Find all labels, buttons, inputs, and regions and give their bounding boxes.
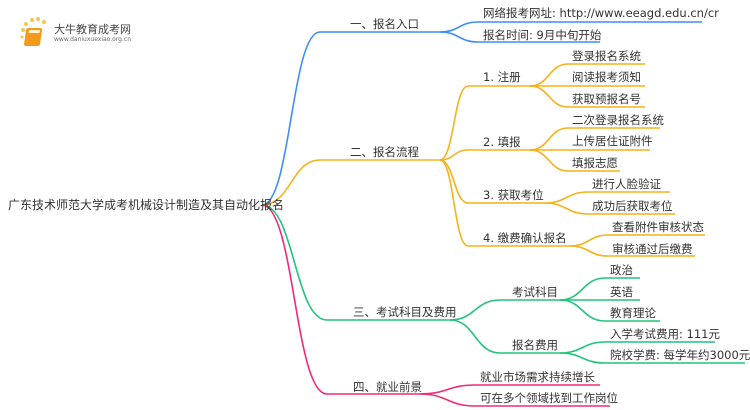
connector-line: [569, 245, 695, 257]
node-leaf[interactable]: 院校学费: 每学年约3000元: [610, 348, 750, 362]
connector-line: [449, 319, 560, 354]
node-leaf[interactable]: 审核通过后缴费: [612, 242, 693, 256]
node-reg-time[interactable]: 报名时间: 9月中旬开始: [483, 28, 602, 42]
node-leaf[interactable]: 填报志愿: [572, 156, 618, 170]
logo-url: www.daniuxuexiao.org.cn: [54, 36, 131, 43]
connector-line: [261, 31, 440, 206]
connector-line: [439, 31, 600, 43]
connector-line: [449, 299, 560, 321]
connector-line: [439, 149, 530, 161]
connector-line: [439, 159, 570, 247]
node-leaf[interactable]: 政治: [610, 263, 633, 277]
connector-line: [261, 204, 450, 321]
node-subjects[interactable]: 考试科目: [512, 285, 558, 299]
connector-line: [544, 202, 675, 215]
connector-line: [559, 352, 745, 364]
node-leaf[interactable]: 上传居住证附件: [572, 134, 653, 148]
connector-line: [419, 393, 610, 407]
connector-line: [439, 85, 530, 161]
node-registration-process[interactable]: 二、报名流程: [350, 145, 419, 159]
connector-line: [439, 159, 545, 204]
node-subjects-fees[interactable]: 三、考试科目及费用: [353, 305, 457, 319]
connector-line: [529, 85, 645, 108]
connector-line: [261, 159, 440, 206]
node-leaf[interactable]: 就业市场需求持续增长: [480, 370, 595, 384]
node-step-seat[interactable]: 3. 获取考位: [483, 188, 544, 202]
node-website[interactable]: 网络报考网址: http://www.eeagd.edu.cn/cr: [483, 6, 719, 20]
node-leaf[interactable]: 英语: [610, 285, 633, 299]
node-employment[interactable]: 四、就业前景: [353, 380, 422, 394]
logo: 大牛教育成考网 www.daniuxuexiao.org.cn: [18, 16, 138, 50]
connector-line: [529, 149, 620, 172]
logo-name: 大牛教育成考网: [54, 23, 131, 36]
connector-line: [261, 204, 420, 395]
node-leaf[interactable]: 二次登录报名系统: [572, 113, 664, 127]
root-node[interactable]: 广东技术师范大学成考机械设计制造及其自动化报名: [8, 198, 285, 212]
connector-line: [559, 299, 660, 322]
node-registration-entry[interactable]: 一、报名入口: [350, 17, 419, 31]
book-logo-icon: [20, 17, 46, 46]
node-step-pay[interactable]: 4. 缴费确认报名: [483, 231, 567, 245]
node-step-register[interactable]: 1. 注册: [483, 70, 521, 84]
node-leaf[interactable]: 阅读报考须知: [572, 70, 641, 84]
node-leaf[interactable]: 获取预报名号: [572, 92, 641, 106]
node-leaf[interactable]: 进行人脸验证: [592, 177, 661, 191]
node-fees[interactable]: 报名费用: [512, 338, 558, 352]
node-leaf[interactable]: 可在多个领域找到工作岗位: [480, 391, 618, 405]
node-leaf[interactable]: 成功后获取考位: [592, 199, 673, 213]
node-leaf[interactable]: 登录报名系统: [572, 49, 641, 63]
node-leaf[interactable]: 入学考试费用: 111元: [610, 327, 720, 341]
node-leaf[interactable]: 查看附件审核状态: [612, 220, 704, 234]
node-step-fill[interactable]: 2. 填报: [483, 135, 521, 149]
node-leaf[interactable]: 教育理论: [610, 306, 656, 320]
